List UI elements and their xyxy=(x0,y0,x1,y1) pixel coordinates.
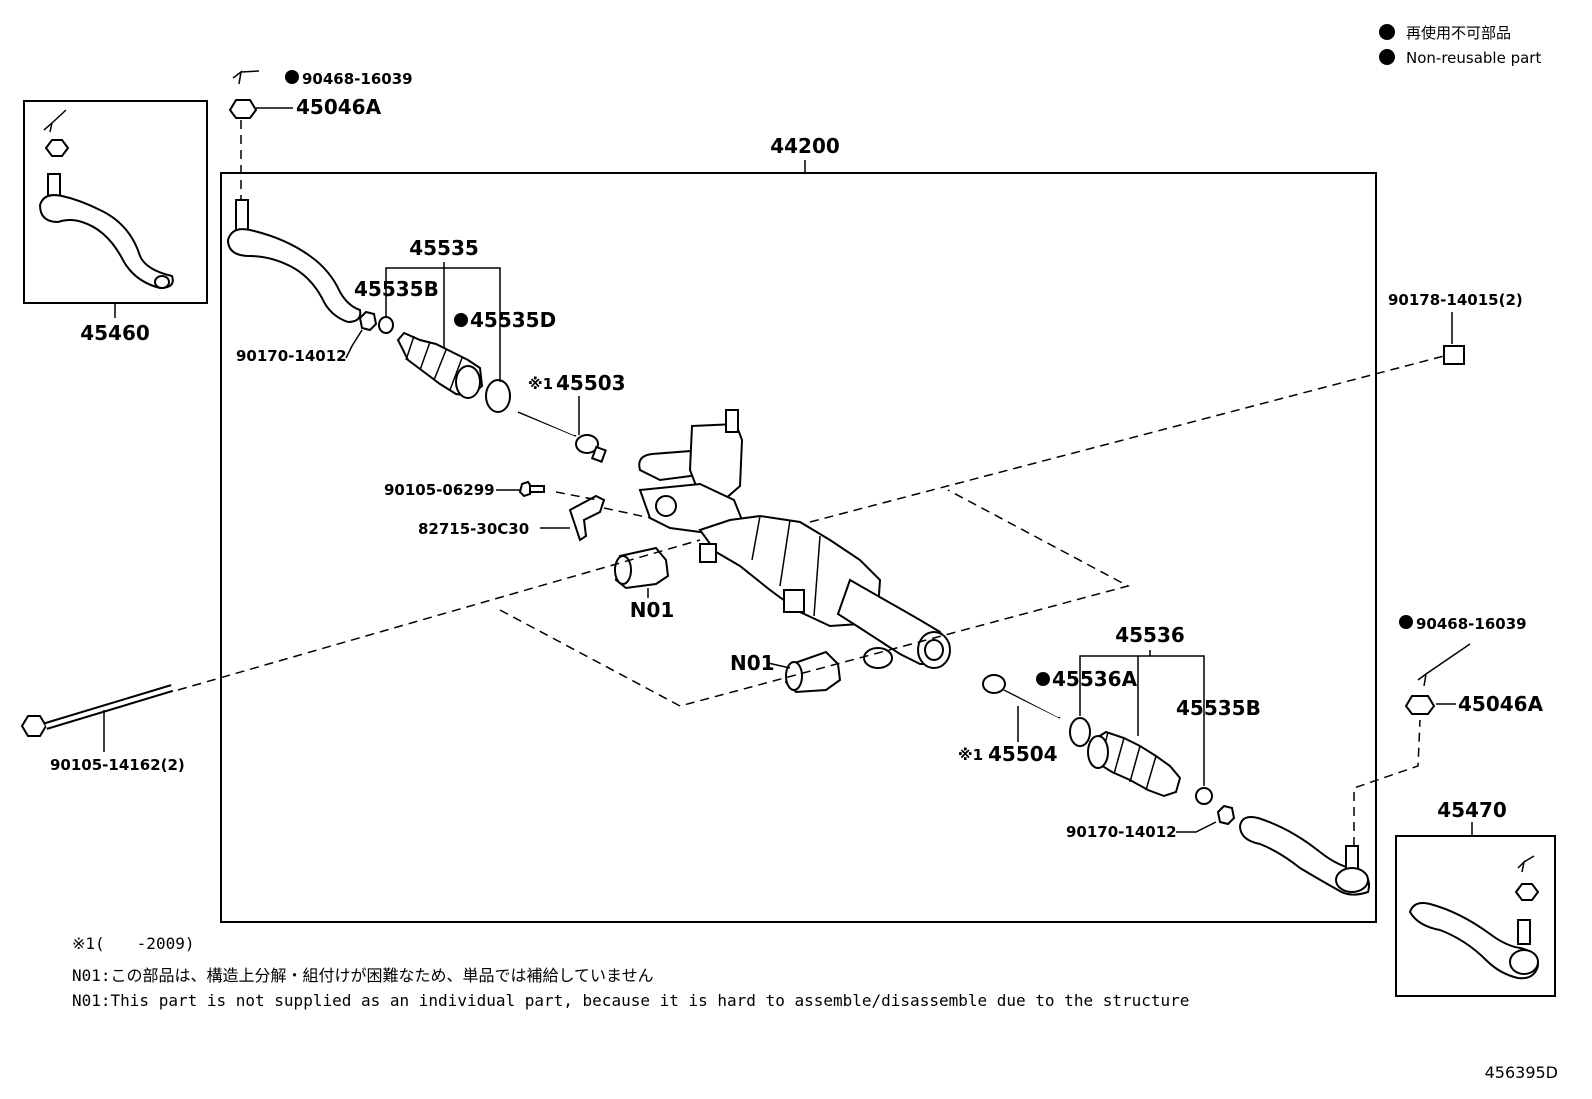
nut-mount-icon xyxy=(1443,345,1465,365)
band-left-icon xyxy=(485,379,511,413)
boot-right-icon xyxy=(1087,730,1182,798)
bolt-long-icon xyxy=(20,684,174,737)
inner-rod-right-icon xyxy=(982,674,1061,719)
label-boot-kit-l: 45535 xyxy=(409,236,479,260)
label-tie-end-lh: 45460 xyxy=(80,321,150,345)
label-assembly: 44200 xyxy=(770,134,840,158)
note-1: ※1( -2009) xyxy=(72,934,194,953)
label-boot-kit-r: 45536 xyxy=(1115,623,1185,647)
non-reusable-dot-icon xyxy=(1379,49,1395,65)
label-rod-l-prefix: ※1 xyxy=(528,375,553,393)
label-castle-l: 45046A xyxy=(296,95,382,119)
clamp-right-icon xyxy=(1195,787,1213,805)
label-bushing-1: N01 xyxy=(630,598,675,622)
drawing-number: 456395D xyxy=(1485,1063,1558,1082)
legend-en: Non-reusable part xyxy=(1406,49,1541,67)
label-band-r: 45536A xyxy=(1052,667,1138,691)
label-clamp-r: 45535B xyxy=(1176,696,1261,720)
label-jam-nut-r: 90170-14012 xyxy=(1066,823,1177,841)
label-rod-r: 45504 xyxy=(988,742,1058,766)
label-bolt-long: 90105-14162(2) xyxy=(50,756,185,774)
inner-rod-left-icon xyxy=(517,408,607,463)
jam-nut-right-icon xyxy=(1216,804,1236,826)
bushing-2-icon xyxy=(784,650,842,694)
label-band-l: 45535D xyxy=(470,308,556,332)
label-castle-r: 45046A xyxy=(1458,692,1544,716)
label-nut-top-r: 90468-16039 xyxy=(1416,615,1527,633)
bracket-icon xyxy=(568,494,606,542)
label-clamp-l: 45535B xyxy=(354,277,439,301)
label-nut-top-l: 90468-16039 xyxy=(302,70,413,88)
label-jam-nut-l: 90170-14012 xyxy=(236,347,347,365)
label-bolt-small: 90105-06299 xyxy=(384,481,495,499)
jam-nut-left-icon xyxy=(358,310,378,332)
note-2: N01:この部品は、構造上分解・組付けが困難なため、単品では補給していません xyxy=(72,966,654,985)
legend-ja: 再使用不可部品 xyxy=(1406,24,1511,42)
label-bushing-2: N01 xyxy=(730,651,775,675)
note-3: N01:This part is not supplied as an indi… xyxy=(72,991,1189,1010)
nut-top-left-icon xyxy=(228,70,260,119)
tie-end-lh-inset-icon xyxy=(38,109,174,290)
steering-gear-housing-icon xyxy=(638,409,951,669)
clamp-left-icon xyxy=(378,316,394,334)
legend: 再使用不可部品 Non-reusable part xyxy=(1379,24,1541,67)
assembly-frame xyxy=(220,172,1377,923)
label-rod-l: 45503 xyxy=(556,371,626,395)
label-nut-mount: 90178-14015(2) xyxy=(1388,291,1523,309)
inset-tie-end-rh xyxy=(1395,835,1556,997)
label-rod-r-prefix: ※1 xyxy=(958,746,983,764)
label-tie-end-rh: 45470 xyxy=(1437,798,1507,822)
non-reusable-dot-icon xyxy=(1379,24,1395,40)
tie-rod-end-right-icon xyxy=(1238,816,1370,896)
label-bracket: 82715-30C30 xyxy=(418,520,529,538)
tie-rod-end-left-icon xyxy=(226,199,362,324)
boot-left-icon xyxy=(396,331,484,399)
collar-icon xyxy=(863,647,893,669)
tie-end-rh-inset-icon xyxy=(1408,855,1540,980)
band-right-icon xyxy=(1069,717,1091,747)
nut-top-right-icon xyxy=(1404,643,1471,715)
bolt-small-icon xyxy=(518,480,545,498)
bushing-1-icon xyxy=(614,546,670,590)
